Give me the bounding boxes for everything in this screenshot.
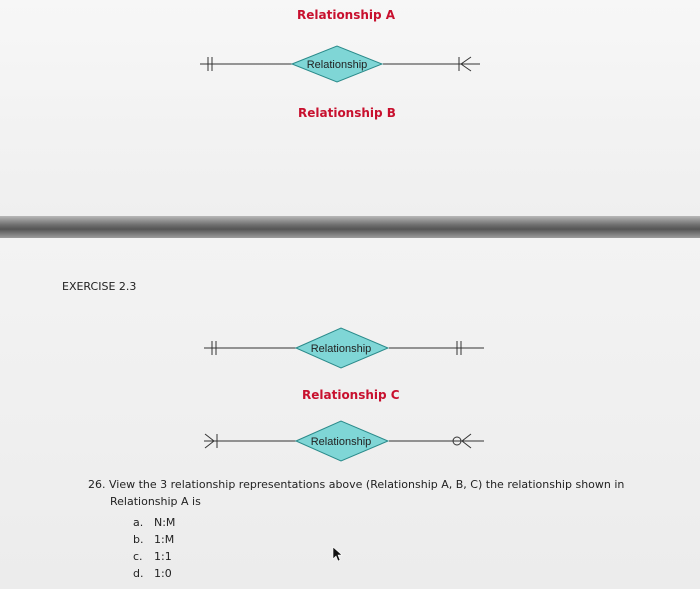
relationship-b-diagram: Relationship: [204, 327, 484, 369]
option-letter: d.: [133, 567, 144, 580]
relationship-b-title: Relationship B: [298, 106, 396, 120]
answer-options: a. N:M b. 1:M c. 1:1 d. 1:0: [133, 514, 175, 582]
diamond-label: Relationship: [311, 436, 372, 448]
page-divider: [0, 216, 700, 238]
option-text: N:M: [154, 516, 176, 529]
exercise-label: EXERCISE 2.3: [62, 280, 137, 293]
option-text: 1:M: [154, 533, 175, 546]
option-text: 1:1: [154, 550, 172, 563]
one-or-many-notation: [458, 56, 472, 72]
relationship-a-diagram: Relationship: [200, 45, 480, 83]
relationship-diamond: [294, 327, 390, 369]
answer-option-d[interactable]: d. 1:0: [133, 565, 175, 582]
answer-option-c[interactable]: c. 1:1: [133, 548, 175, 565]
relationship-diamond: [294, 420, 390, 462]
option-letter: b.: [133, 533, 144, 546]
page-bottom-area: [0, 238, 700, 589]
option-text: 1:0: [154, 567, 172, 580]
one-and-only-one-notation: [207, 57, 213, 71]
zero-or-many-notation: [452, 433, 472, 449]
diamond-label: Relationship: [307, 59, 368, 71]
answer-option-a[interactable]: a. N:M: [133, 514, 175, 531]
relationship-a-title: Relationship A: [297, 8, 396, 22]
mouse-cursor-icon: [332, 546, 343, 562]
question-text-line-1: View the 3 relationship representations …: [109, 478, 625, 491]
one-or-many-notation: [204, 433, 218, 449]
question-number: 26.: [88, 478, 106, 491]
one-and-only-one-notation: [211, 341, 217, 355]
answer-option-b[interactable]: b. 1:M: [133, 531, 175, 548]
one-and-only-one-notation: [456, 341, 462, 355]
question-text-line-2: Relationship A is: [110, 495, 201, 508]
page-top-area: [0, 0, 700, 216]
relationship-c-title: Relationship C: [302, 388, 400, 402]
option-letter: a.: [133, 516, 144, 529]
relationship-c-diagram: Relationship: [204, 420, 484, 462]
diamond-label: Relationship: [311, 343, 372, 355]
option-letter: c.: [133, 550, 143, 563]
relationship-diamond: [290, 45, 384, 83]
question-26: 26. View the 3 relationship representati…: [88, 476, 648, 510]
